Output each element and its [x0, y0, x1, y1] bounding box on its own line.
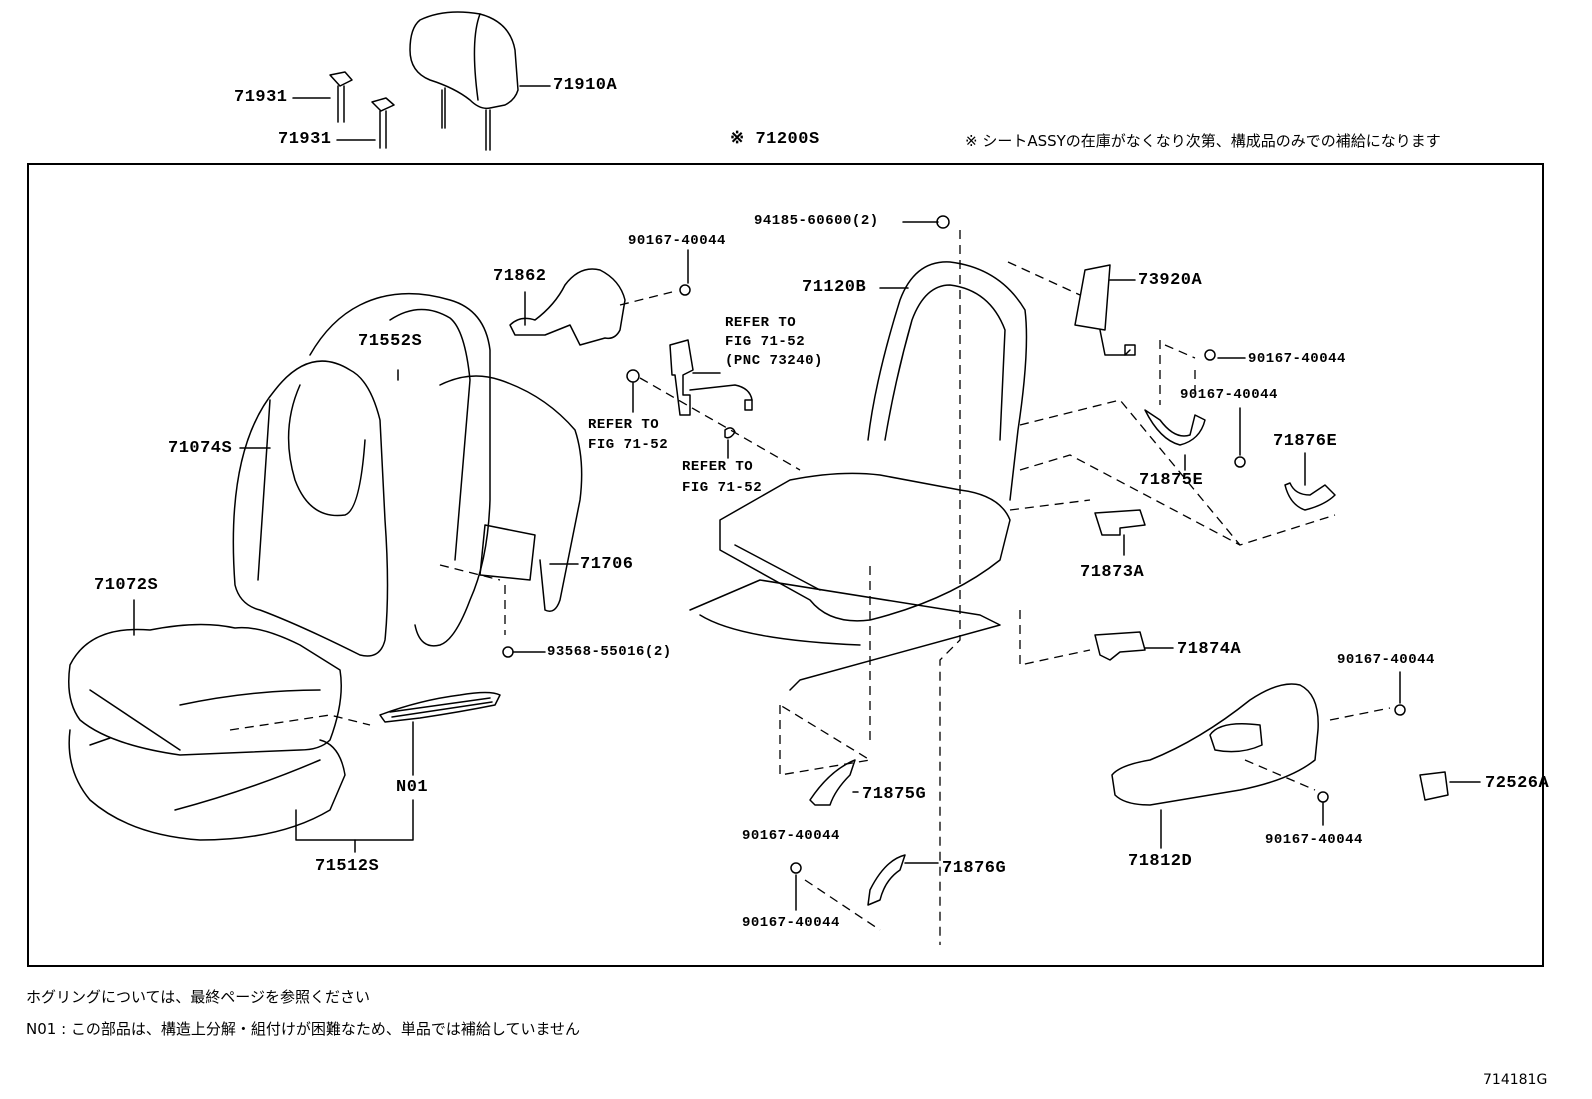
assembly-label[interactable]: ※ 71200S [730, 130, 820, 149]
callout-screw-g-top[interactable]: 90167-40044 [742, 828, 840, 844]
callout-nut-top[interactable]: 94185-60600(2) [754, 213, 879, 229]
callout-screw-seatback[interactable]: 93568-55016(2) [547, 644, 672, 660]
callout-airbag[interactable]: 73920A [1138, 271, 1203, 290]
callout-bracket-71874a[interactable]: 71874A [1177, 640, 1242, 659]
callout-cover-71876e[interactable]: 71876E [1273, 432, 1338, 451]
assembly-frame [27, 163, 1544, 967]
leader-lines [133, 85, 1481, 911]
bracket-71874a-drawing [1094, 631, 1146, 661]
callout-seatback-cover[interactable]: 71074S [168, 439, 233, 458]
refer-b-line1[interactable]: REFER TO [682, 459, 754, 475]
callout-headrest-support-2[interactable]: 71931 [278, 130, 332, 149]
assembly-dashed-lines [229, 230, 1391, 945]
cover-71876g-drawing [867, 854, 906, 906]
callout-headrest[interactable]: 71910A [553, 76, 618, 95]
seatbelt-buckle-drawing [669, 339, 753, 416]
callout-bracket-71873a[interactable]: 71873A [1080, 563, 1145, 582]
callout-screw-g-bottom[interactable]: 90167-40044 [742, 915, 840, 931]
fastener-drawings [502, 215, 1406, 874]
callout-screw-hinge[interactable]: 90167-40044 [628, 233, 726, 249]
refer-b-line2[interactable]: FIG 71-52 [682, 480, 763, 496]
cushion-cover-drawing [68, 623, 342, 756]
callout-seatback-pad[interactable]: 71552S [358, 332, 423, 351]
assembly-note: ※ シートASSYの在庫がなくなり次第、構成品のみでの補給になります [965, 132, 1441, 150]
refer-buckle-line3[interactable]: (PNC 73240) [725, 353, 823, 369]
cover-871875e-drawing [1144, 409, 1206, 446]
seatback-board-drawing [439, 375, 583, 612]
bracket-71873a-drawing [1094, 509, 1146, 536]
refer-a-line1[interactable]: REFER TO [588, 417, 660, 433]
callout-cover-71875g[interactable]: 71875G [862, 785, 927, 804]
callout-hinge-cover[interactable]: 71862 [493, 267, 547, 286]
callout-screw-cover-e[interactable]: 90167-40044 [1180, 387, 1278, 403]
headrest-support-drawings [329, 71, 395, 149]
callout-frame-assy[interactable]: 71120B [802, 278, 867, 297]
callout-cushion-cover[interactable]: 71072S [94, 576, 159, 595]
callout-n01[interactable]: N01 [396, 778, 429, 797]
callout-seatback-board[interactable]: 71706 [580, 555, 634, 574]
cover-71875g-drawing [809, 759, 856, 806]
hinge-cover-drawing [509, 268, 626, 346]
refer-buckle-line2[interactable]: FIG 71-52 [725, 334, 806, 350]
callout-shield[interactable]: 71812D [1128, 852, 1193, 871]
callout-screw-airbag[interactable]: 90167-40044 [1248, 351, 1346, 367]
refer-a-line2[interactable]: FIG 71-52 [588, 437, 669, 453]
seatback-cover-drawing [232, 360, 389, 657]
seat-frame-drawing [689, 261, 1028, 691]
knob-drawing [1419, 771, 1449, 801]
footnote-hog-ring: ホグリングについては、最終ページを参照ください [26, 988, 370, 1006]
callout-knob[interactable]: 72526A [1485, 774, 1550, 793]
footnote-n01: N01 : この部品は、構造上分解・組付けが困難なため、単品では補給していません [26, 1020, 581, 1038]
refer-buckle-line1[interactable]: REFER TO [725, 315, 797, 331]
callout-cushion-pad-group[interactable]: 71512S [315, 857, 380, 876]
callout-headrest-support-1[interactable]: 71931 [234, 88, 288, 107]
headrest-drawing [409, 11, 519, 151]
cover-71876e-drawing [1284, 482, 1336, 511]
callout-cover-71876g[interactable]: 71876G [942, 859, 1007, 878]
cushion-pad-drawing [68, 729, 346, 841]
callout-screw-shield-top[interactable]: 90167-40044 [1337, 652, 1435, 668]
figure-id: 714181G [1483, 1072, 1548, 1088]
shield-drawing [1111, 683, 1319, 806]
n01-wire-drawing [379, 691, 501, 723]
callout-screw-shield-bottom[interactable]: 90167-40044 [1265, 832, 1363, 848]
airbag-drawing [1074, 264, 1136, 356]
callout-cover-71875e[interactable]: 71875E [1139, 471, 1204, 490]
seatback-pad-drawing [309, 292, 491, 647]
